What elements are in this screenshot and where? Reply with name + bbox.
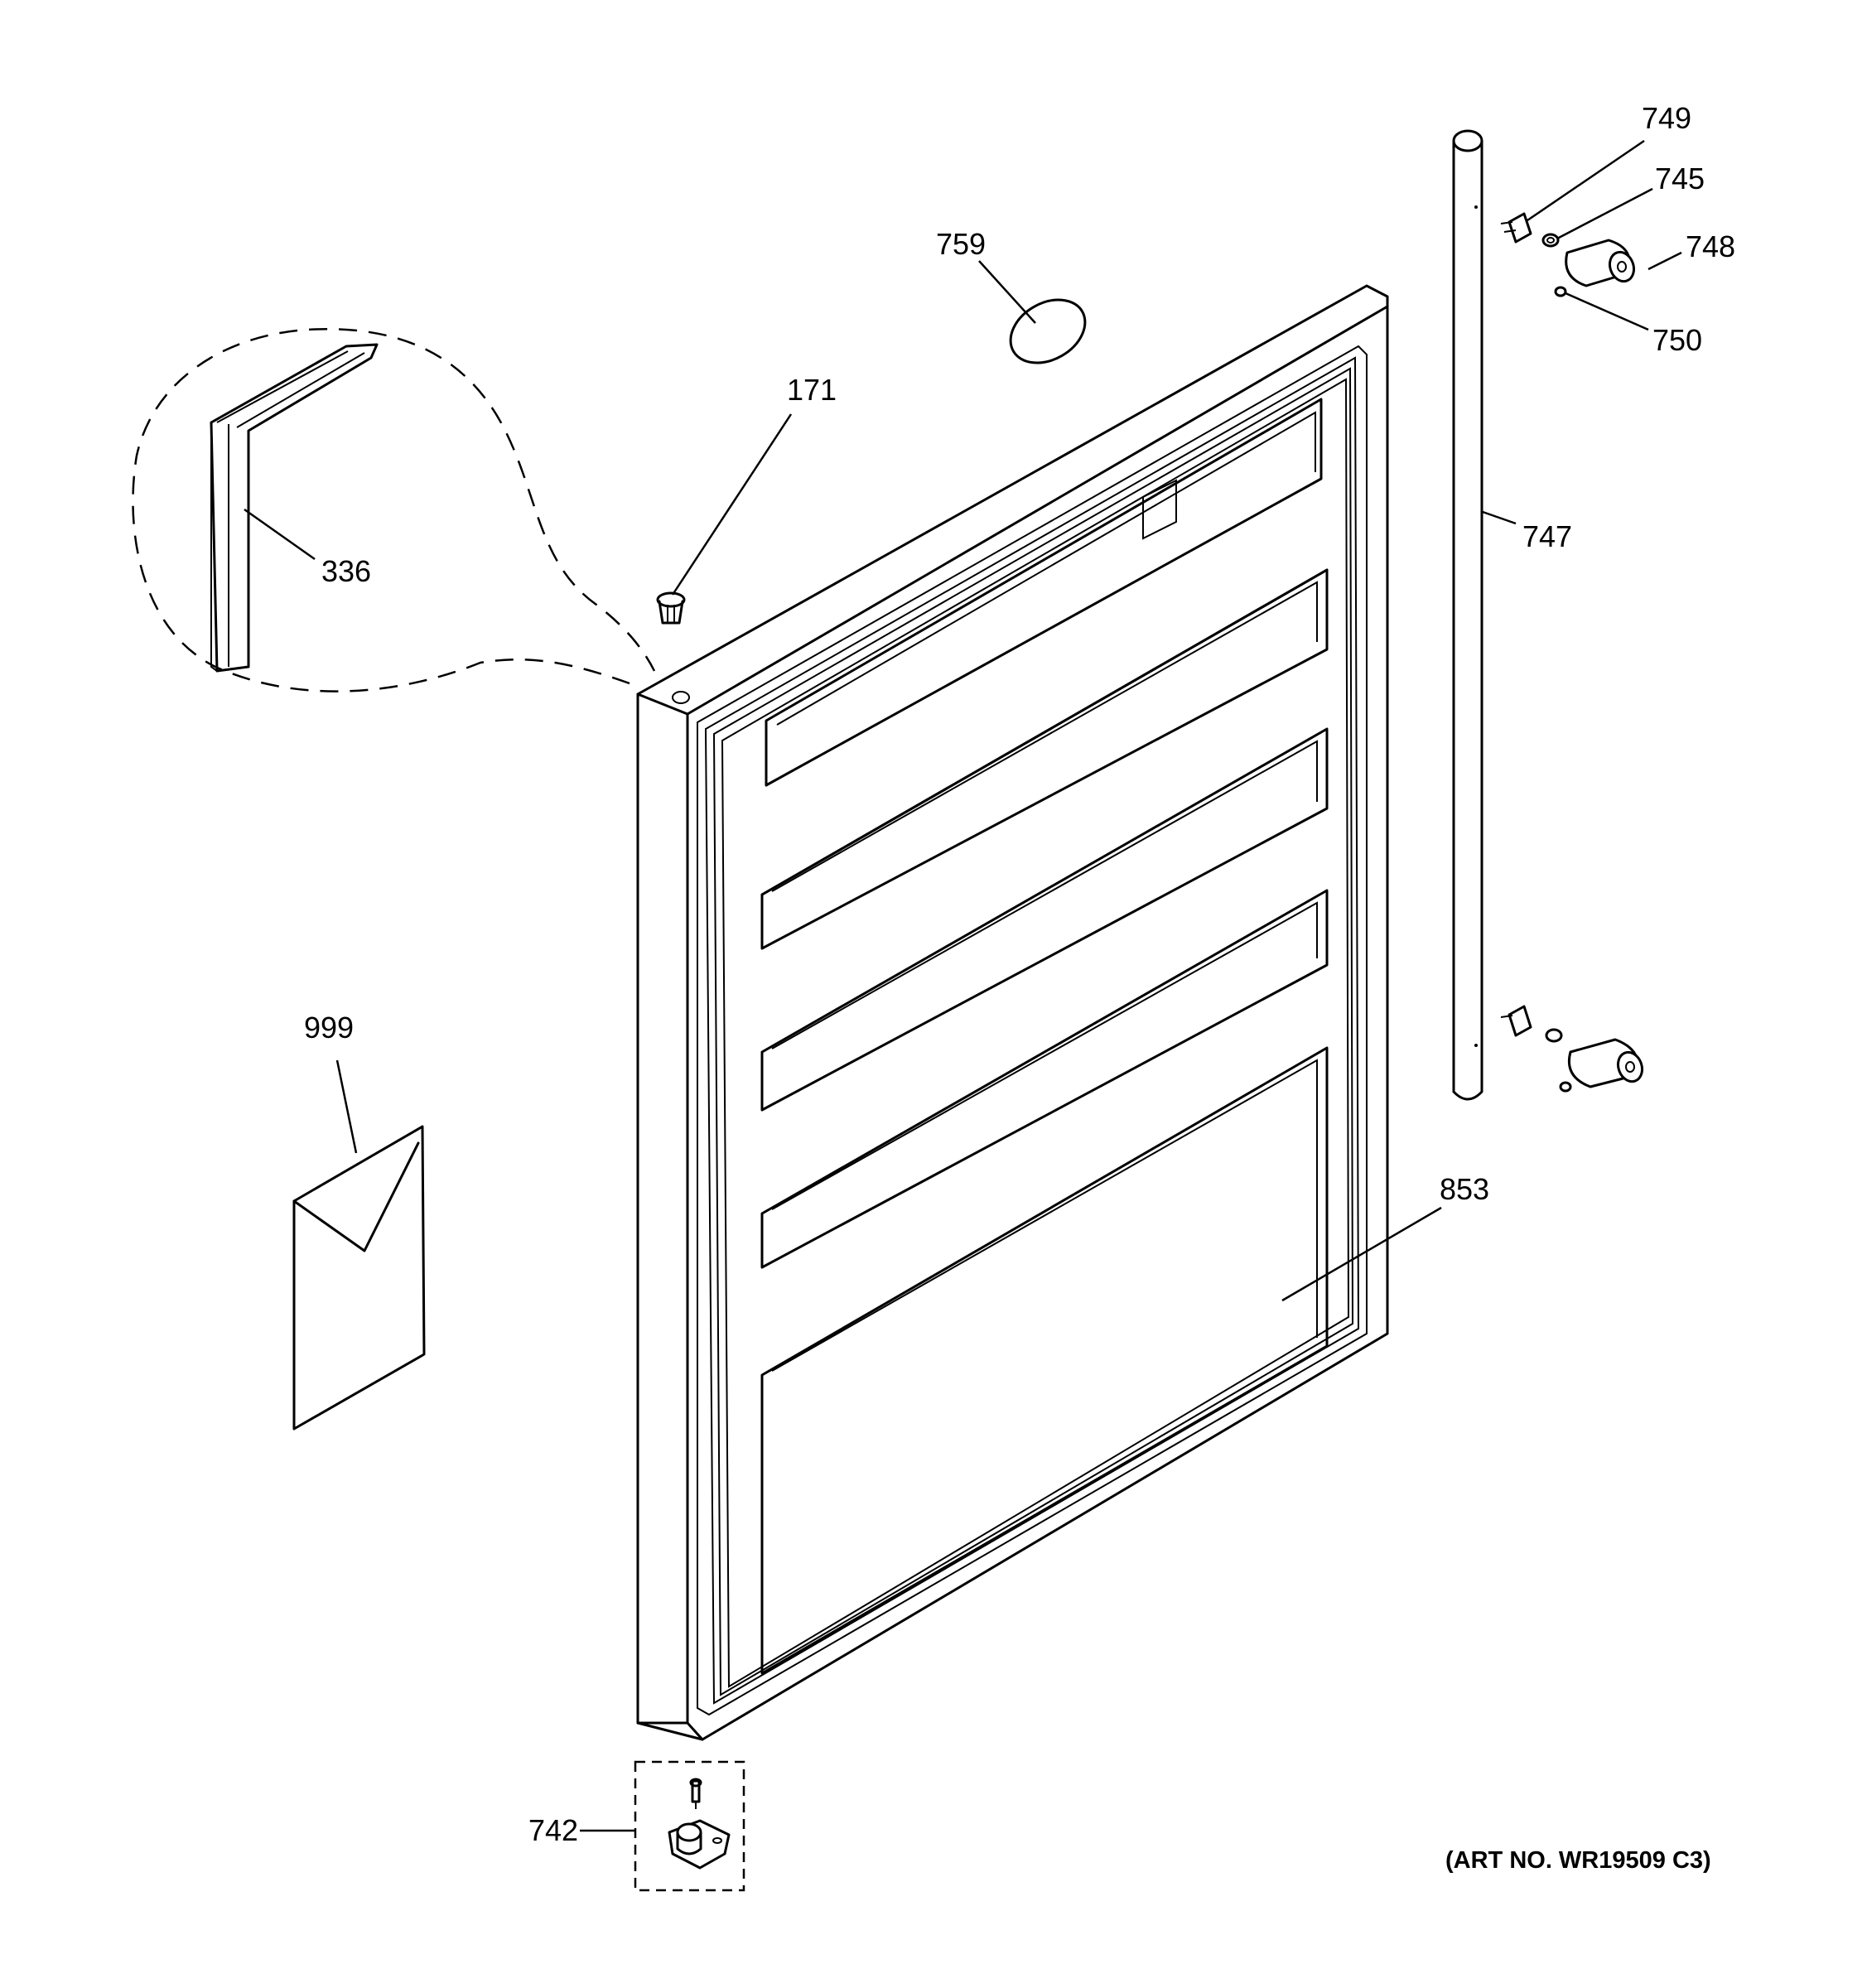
- leader-lines: [244, 139, 1682, 1832]
- art-number: (ART NO. WR19509 C3): [1445, 1847, 1711, 1874]
- callout-748: 748: [1686, 229, 1735, 263]
- upper-handle-mount: [1500, 212, 1636, 297]
- callout-853: 853: [1440, 1172, 1489, 1206]
- washer-745: [1541, 233, 1560, 248]
- door-panel: [636, 284, 1389, 1741]
- callout-171: 171: [787, 373, 837, 407]
- callout-749: 749: [1642, 101, 1691, 135]
- callout-759: 759: [936, 227, 986, 261]
- callout-999: 999: [304, 1011, 354, 1045]
- literature-999: [292, 1125, 426, 1431]
- callout-747: 747: [1522, 519, 1572, 553]
- gasket-corner-section: [210, 343, 379, 673]
- handle-747: [1452, 129, 1483, 1101]
- callout-742: 742: [528, 1813, 578, 1847]
- lower-handle-mount: [1500, 1005, 1644, 1093]
- stud-749: [1500, 212, 1532, 244]
- gasket-detail-bubble: [132, 328, 656, 692]
- plug-171: [656, 591, 686, 625]
- callout-750: 750: [1652, 323, 1702, 357]
- cap-759: [1009, 298, 1087, 364]
- callout-745: 745: [1655, 162, 1705, 195]
- callout-336: 336: [321, 554, 371, 588]
- callout-labels: 749 745 748 750 759 171 336 747 999 853 …: [304, 101, 1735, 1874]
- hinge-742: [634, 1760, 745, 1892]
- screw-750: [1554, 286, 1567, 297]
- end-cap-748: [1565, 239, 1636, 287]
